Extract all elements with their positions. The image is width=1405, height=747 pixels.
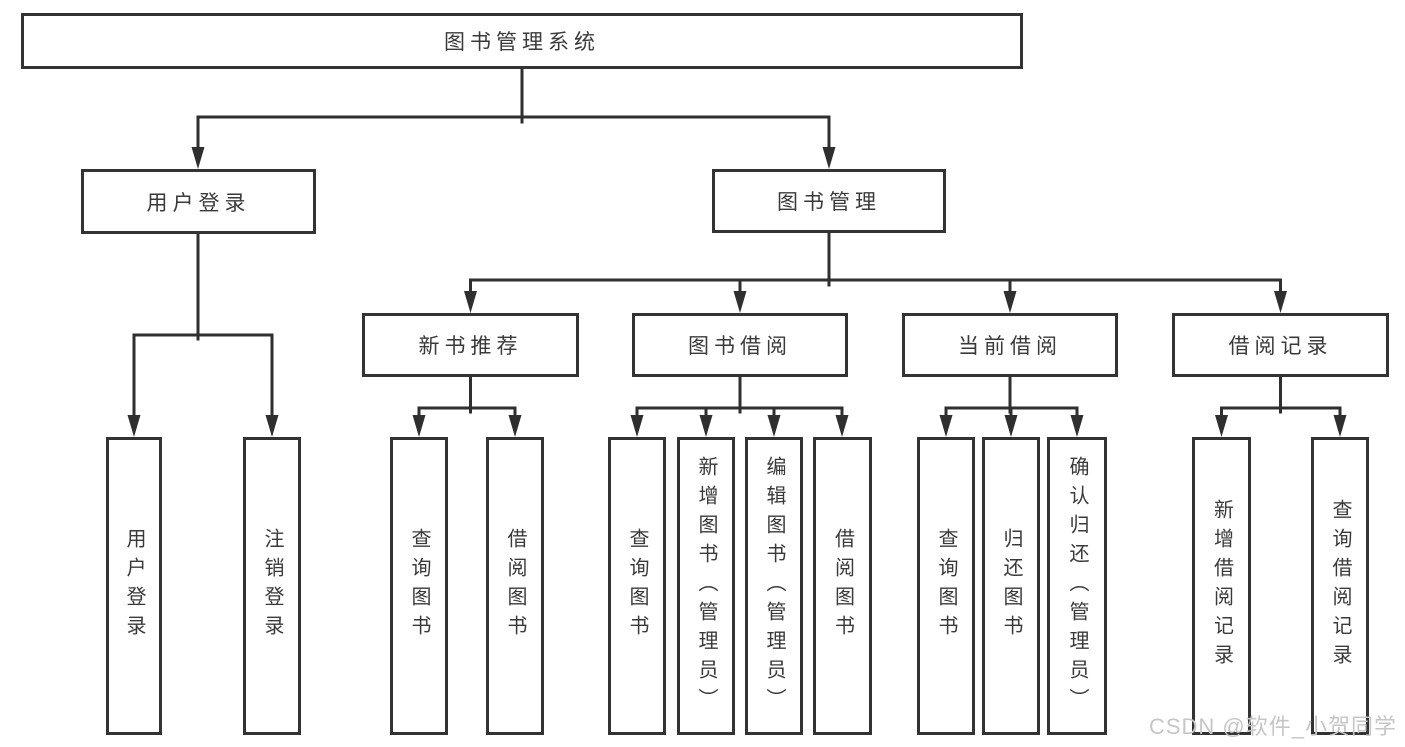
leaf-query-books-current: 查询图书: [917, 437, 975, 735]
node-label: 借阅记录: [1228, 335, 1333, 358]
leaf-label: 确认归还（管理员）: [1066, 455, 1088, 717]
node-label: 用户登录: [146, 191, 251, 215]
arrowheads-userlogin-to-leaves: [127, 415, 279, 437]
node-label: 当前借阅: [958, 335, 1062, 358]
leaf-label: 查询图书: [935, 528, 957, 644]
leaf-confirm-return-admin: 确认归还（管理员）: [1047, 437, 1107, 735]
arrowheads-bookmgmt-to-level3: [464, 291, 1287, 313]
connector-records-to-leaves: [1220, 375, 1342, 420]
leaf-query-books-borrow: 查询图书: [608, 437, 666, 735]
node-label: 图书借阅: [688, 335, 792, 358]
connector-newbook-to-leaves: [417, 375, 517, 420]
leaf-label: 用户登录: [123, 528, 145, 644]
node-label: 图书管理系统: [444, 31, 600, 54]
leaf-label: 编辑图书（管理员）: [763, 455, 785, 717]
arrowheads-newbook-to-leaves: [412, 415, 522, 437]
node-book-management: 图书管理: [712, 169, 946, 233]
node-borrowing-records: 借阅记录: [1172, 313, 1389, 377]
leaf-query-books-recommend: 查询图书: [390, 437, 448, 735]
node-current-borrowing: 当前借阅: [902, 313, 1118, 377]
node-library-management-system: 图书管理系统: [21, 13, 1023, 69]
leaf-logout: 注销登录: [243, 437, 301, 735]
arrowheads-bookborrow-to-leaves: [630, 415, 849, 437]
node-new-book-recommendation: 新书推荐: [362, 313, 579, 377]
leaf-label: 注销登录: [261, 528, 283, 644]
leaf-add-borrow-record: 新增借阅记录: [1192, 437, 1251, 735]
connector-bookmgmt-to-level3: [469, 231, 1282, 296]
leaf-label: 查询借阅记录: [1329, 499, 1351, 673]
leaf-user-login: 用户登录: [106, 437, 162, 735]
connector-root-to-level2: [196, 67, 831, 152]
leaf-borrow-books: 借阅图书: [813, 437, 872, 735]
leaf-edit-books-admin: 编辑图书（管理员）: [745, 437, 803, 735]
arrowheads-records-to-leaves: [1215, 415, 1347, 437]
leaf-label: 新增借阅记录: [1210, 499, 1233, 673]
connector-currentborrow-to-leaves: [944, 375, 1079, 420]
connector-bookborrow-to-leaves: [635, 375, 844, 420]
node-label: 新书推荐: [418, 335, 523, 358]
leaf-label: 借阅图书: [504, 528, 526, 644]
node-label: 图书管理: [777, 191, 881, 214]
node-user-login: 用户登录: [81, 169, 316, 234]
leaf-add-books-admin: 新增图书（管理员）: [677, 437, 735, 735]
leaf-label: 归还图书: [1000, 528, 1022, 644]
leaf-return-books: 归还图书: [982, 437, 1040, 735]
arrowheads-root-to-level2: [191, 147, 836, 169]
leaf-label: 借阅图书: [831, 528, 854, 644]
leaf-label: 查询图书: [626, 528, 648, 644]
csdn-watermark: CSDN @软件_小贺同学: [1148, 714, 1397, 739]
leaf-borrow-books-recommend: 借阅图书: [486, 437, 544, 735]
leaf-label: 查询图书: [408, 528, 430, 644]
leaf-query-borrow-record: 查询借阅记录: [1311, 437, 1369, 735]
node-book-borrowing: 图书借阅: [632, 313, 848, 377]
leaf-label: 新增图书（管理员）: [695, 455, 717, 717]
arrowheads-currentborrow-to-leaves: [939, 415, 1084, 437]
connector-userlogin-to-leaves: [132, 232, 274, 420]
